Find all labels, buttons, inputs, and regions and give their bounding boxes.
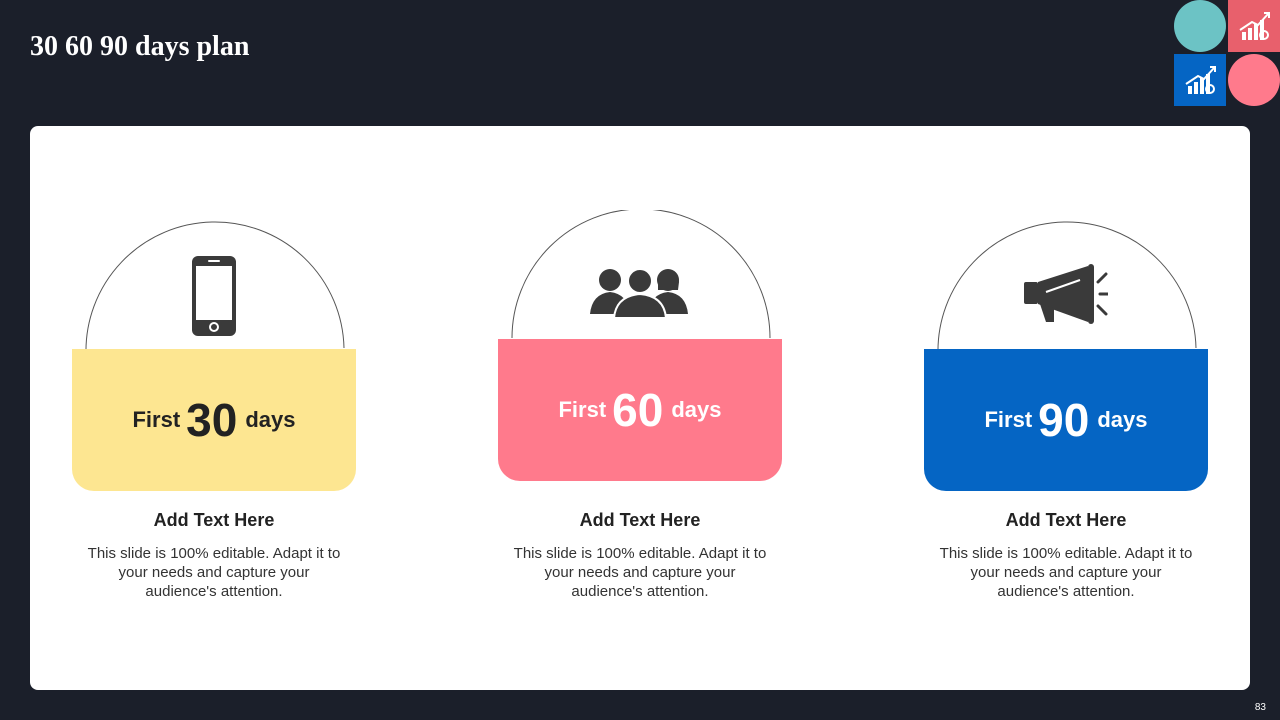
- period-number: 30: [186, 394, 238, 446]
- card-body: This slide is 100% editable. Adapt it to…: [513, 545, 767, 600]
- period-prefix: First: [984, 407, 1033, 432]
- decor-pink-circle: [1228, 54, 1280, 106]
- period-number: 90: [1038, 394, 1090, 446]
- period-suffix: days: [671, 397, 722, 422]
- growth-chart-icon: [1239, 12, 1270, 40]
- period-suffix: days: [245, 407, 296, 432]
- period-band: First 60 days: [498, 339, 782, 481]
- period-band: First 90 days: [924, 349, 1208, 491]
- decor-blue-square: [1174, 54, 1226, 106]
- slide-title: 30 60 90 days plan: [30, 31, 250, 62]
- decor-coral-square: [1228, 0, 1280, 52]
- page-number: 83: [1254, 702, 1266, 713]
- card-heading: Add Text Here: [153, 510, 275, 530]
- team-icon: [590, 268, 690, 323]
- content-panel: First 30 days Add Text Here This slide i…: [30, 126, 1250, 690]
- card-body: This slide is 100% editable. Adapt it to…: [939, 545, 1193, 600]
- period-suffix: days: [1097, 407, 1148, 432]
- megaphone-icon: [1024, 264, 1110, 333]
- smartphone-icon: [192, 256, 236, 341]
- period-band: First 30 days: [72, 349, 356, 491]
- decor-teal-circle: [1174, 0, 1226, 52]
- card-heading: Add Text Here: [579, 510, 701, 530]
- plan-card-30: First 30 days Add Text Here This slide i…: [72, 220, 362, 640]
- card-arc: [85, 221, 345, 355]
- period-number: 60: [612, 384, 664, 436]
- card-arc: [511, 210, 771, 339]
- period-prefix: First: [132, 407, 181, 432]
- card-heading: Add Text Here: [1005, 510, 1127, 530]
- card-body: This slide is 100% editable. Adapt it to…: [87, 545, 341, 600]
- period-prefix: First: [558, 397, 607, 422]
- plan-card-90: First 90 days Add Text Here This slide i…: [924, 220, 1214, 640]
- growth-chart-icon: [1185, 66, 1216, 94]
- card-arc: [937, 221, 1197, 355]
- plan-card-60: First 60 days Add Text Here This slide i…: [498, 210, 788, 630]
